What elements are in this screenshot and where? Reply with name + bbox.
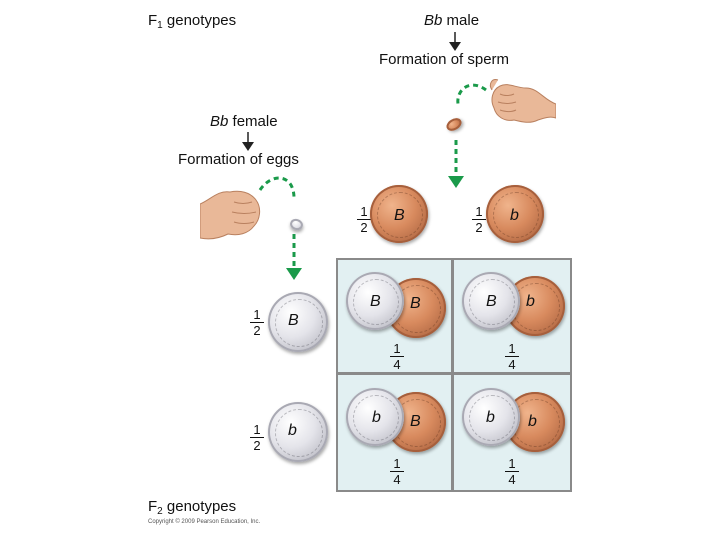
fraction-denominator: 4 — [393, 357, 401, 372]
dime-icon — [346, 272, 404, 330]
punnett-divider-vertical — [451, 258, 454, 492]
fraction-numerator: 1 — [393, 456, 401, 471]
f1-genotypes-label: F1 genotypes — [148, 12, 236, 31]
fraction-numerator: 1 — [508, 341, 516, 356]
dime-icon — [462, 388, 520, 446]
f2-subscript: 2 — [157, 506, 163, 517]
male-parent-label: Bb male — [424, 12, 479, 29]
penny-icon — [370, 185, 428, 243]
f1-subscript: 1 — [157, 20, 163, 31]
fraction-denominator: 2 — [253, 438, 261, 453]
fraction-numerator: 1 — [253, 307, 261, 322]
female-word: female — [228, 113, 278, 130]
dime-icon — [346, 388, 404, 446]
penny-icon — [486, 185, 544, 243]
female-parent-label: Bb female — [210, 113, 278, 130]
f2-letter: F — [148, 498, 158, 515]
offspring-sperm-allele: b — [528, 413, 537, 430]
fraction-numerator: 1 — [475, 204, 483, 219]
f1-letter: F — [148, 12, 158, 29]
offspring-egg-allele: B — [370, 293, 381, 310]
dime-icon — [268, 292, 328, 352]
fraction-denominator: 4 — [393, 472, 401, 487]
f2-genotypes-label: F2 genotypes — [148, 498, 236, 517]
fraction-numerator: 1 — [508, 456, 516, 471]
sperm-formation-label: Formation of sperm — [379, 51, 510, 68]
fraction-numerator: 1 — [253, 422, 261, 437]
copyright-text: Copyright © 2009 Pearson Education, Inc. — [148, 519, 261, 525]
down-arrow-icon — [449, 32, 461, 51]
fraction-numerator: 1 — [393, 341, 401, 356]
offspring-egg-allele: b — [372, 409, 381, 426]
sperm-allele: B — [394, 207, 405, 224]
male-genotype: Bb — [424, 12, 443, 29]
dime-icon — [462, 272, 520, 330]
egg-allele: b — [288, 422, 297, 439]
egg-allele: B — [288, 312, 299, 329]
hand-icon — [200, 190, 261, 240]
offspring-sperm-allele: B — [410, 413, 421, 430]
offspring-sperm-allele: b — [526, 293, 535, 310]
offspring-sperm-allele: B — [410, 295, 421, 312]
punnett-divider-horizontal — [336, 372, 572, 375]
dime-icon — [268, 402, 328, 462]
fraction-denominator: 4 — [508, 357, 516, 372]
female-genotype: Bb — [210, 113, 229, 130]
f2-suffix: genotypes — [162, 498, 237, 515]
offspring-egg-allele: B — [486, 293, 497, 310]
sperm-allele: b — [510, 207, 519, 224]
egg-formation-label: Formation of eggs — [178, 151, 299, 168]
fraction-denominator: 2 — [475, 220, 483, 235]
male-word: male — [442, 12, 480, 29]
hand-icon — [489, 79, 556, 123]
fraction-denominator: 2 — [253, 323, 261, 338]
fraction-denominator: 2 — [360, 220, 368, 235]
down-arrow-icon — [242, 132, 254, 151]
fraction-numerator: 1 — [360, 204, 368, 219]
sperm-dashed-arrow — [448, 83, 487, 188]
fraction-denominator: 4 — [508, 472, 516, 487]
egg-dashed-arrow — [258, 176, 302, 280]
f1-suffix: genotypes — [162, 12, 237, 29]
offspring-egg-allele: b — [486, 409, 495, 426]
